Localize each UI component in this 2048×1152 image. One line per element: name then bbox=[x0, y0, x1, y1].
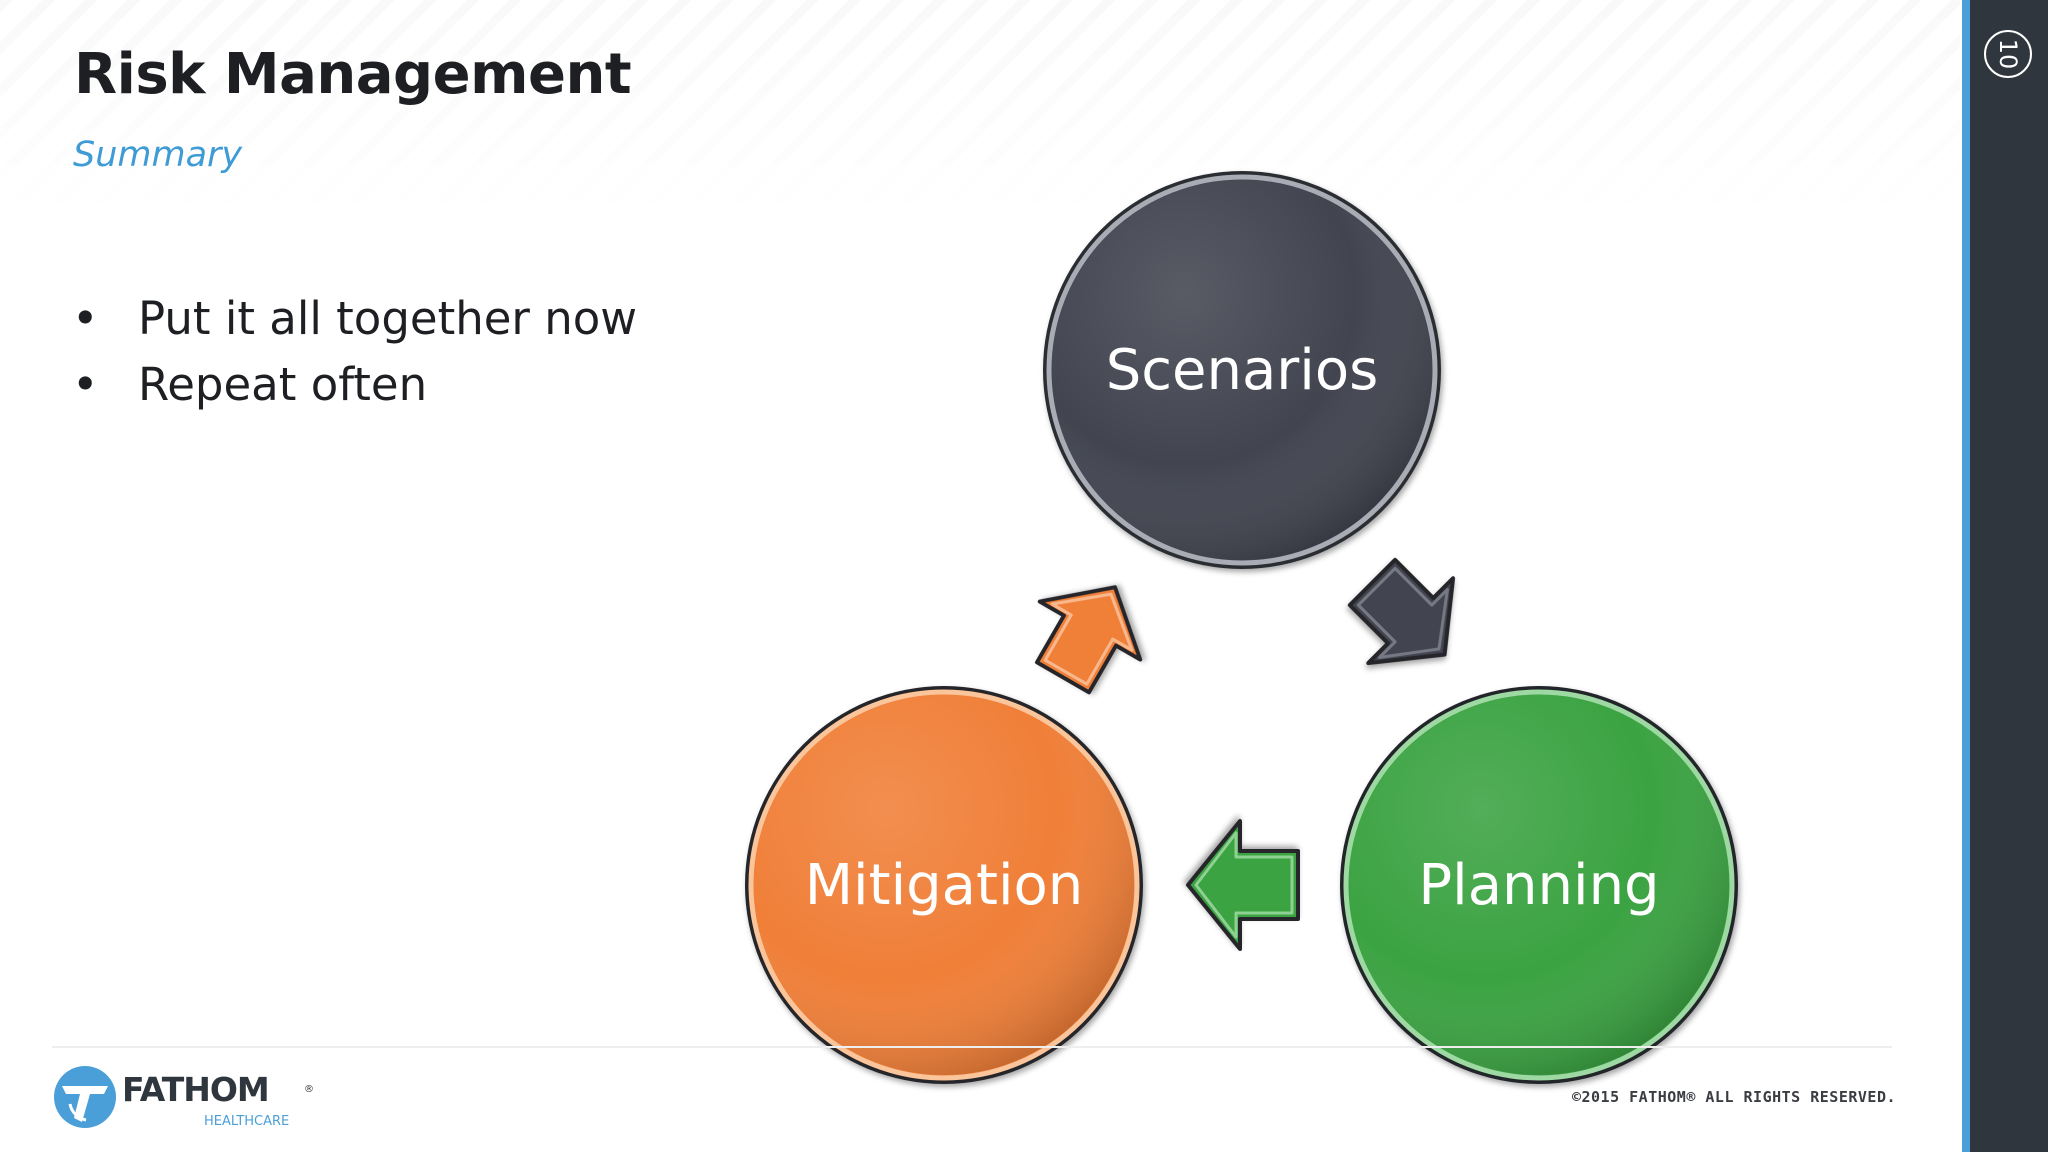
fathom-logo-mark-icon bbox=[54, 1066, 116, 1128]
arrow-scenarios-to-planning-bevel bbox=[1356, 566, 1449, 659]
cycle-diagram: Scenarios Planning Mitigation bbox=[745, 171, 1738, 1084]
logo-subtitle: HEALTHCARE bbox=[204, 1114, 290, 1129]
node-planning: Planning bbox=[1340, 686, 1738, 1084]
bullet-text: Put it all together now bbox=[138, 292, 638, 345]
node-mitigation-gloss bbox=[754, 695, 1134, 1075]
page-number-badge: 10 bbox=[1984, 30, 2032, 78]
node-scenarios: Scenarios bbox=[1043, 171, 1441, 569]
fathom-logo: FATHOM ® HEALTHCARE bbox=[52, 1064, 314, 1134]
right-sidebar bbox=[1962, 0, 2048, 1152]
arrow-mitigation-to-scenarios-bevel bbox=[1043, 592, 1134, 686]
node-mitigation: Mitigation bbox=[745, 686, 1143, 1084]
node-planning-gloss bbox=[1349, 695, 1729, 1075]
copyright-notice: ©2015 FATHOM® ALL RIGHTS RESERVED. bbox=[1571, 1088, 1896, 1106]
arrow-planning-to-mitigation bbox=[1186, 819, 1300, 951]
slide-title: Risk Management bbox=[74, 42, 632, 107]
node-planning-label: Planning bbox=[1418, 853, 1659, 918]
sidebar-accent-stripe bbox=[1962, 0, 1970, 1152]
bullet-marker: • bbox=[72, 292, 99, 345]
arrow-planning-to-mitigation-bevel bbox=[1194, 831, 1294, 939]
logo-wordmark: FATHOM bbox=[122, 1070, 270, 1109]
bullet-text: Repeat often bbox=[138, 358, 428, 411]
slide-subtitle: Summary bbox=[73, 135, 243, 175]
node-scenarios-gloss bbox=[1052, 180, 1432, 560]
node-mitigation-label: Mitigation bbox=[805, 853, 1084, 918]
arrow-mitigation-to-scenarios bbox=[1035, 585, 1143, 695]
page-number: 10 bbox=[1994, 38, 2022, 70]
arrow-scenarios-to-planning-shape bbox=[1347, 557, 1456, 666]
footer-divider bbox=[52, 1046, 1892, 1048]
bullet-marker: • bbox=[72, 358, 99, 411]
arrow-planning-to-mitigation-shape bbox=[1186, 819, 1300, 951]
node-scenarios-label: Scenarios bbox=[1106, 338, 1379, 403]
arrow-mitigation-to-scenarios-shape bbox=[1035, 585, 1143, 695]
logo-trademark: ® bbox=[304, 1084, 314, 1095]
background-stripes bbox=[0, 0, 1960, 220]
arrow-scenarios-to-planning bbox=[1347, 557, 1456, 666]
